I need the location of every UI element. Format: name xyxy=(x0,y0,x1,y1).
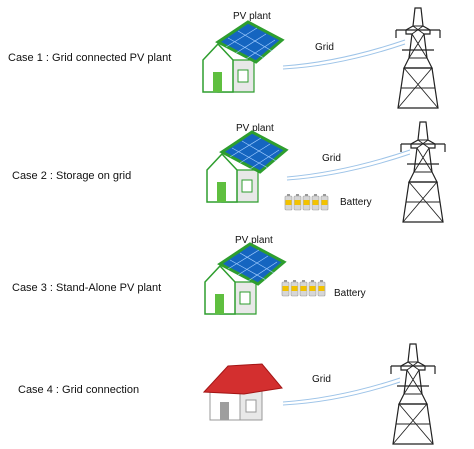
case-1-house-icon xyxy=(202,20,285,93)
case-4-tower-icon xyxy=(390,343,436,445)
case-1-pv-label: PV plant xyxy=(233,11,271,22)
case-4-label: Case 4 : Grid connection xyxy=(18,384,140,396)
case-1-label: Case 1 : Grid connected PV plant xyxy=(8,52,172,64)
case-2-battery-icon xyxy=(284,193,329,211)
case-3-battery-icon xyxy=(281,279,326,297)
case-3-label: Case 3 : Stand-Alone PV plant xyxy=(12,282,162,294)
case-3-pv-label: PV plant xyxy=(235,235,273,246)
case-3-battery-label: Battery xyxy=(334,288,366,299)
case-1-tower-icon xyxy=(395,7,441,109)
case-2-pv-label: PV plant xyxy=(236,123,274,134)
case-2-battery-label: Battery xyxy=(340,197,372,208)
case-2-tower-icon xyxy=(400,121,446,223)
case-1-grid-label: Grid xyxy=(315,42,334,53)
case-2-label: Case 2 : Storage on grid xyxy=(12,170,132,182)
case-2-grid-label: Grid xyxy=(322,153,341,164)
case-4-house-icon xyxy=(202,363,283,421)
case-3-house-icon xyxy=(204,242,287,315)
case-4-grid-label: Grid xyxy=(312,374,331,385)
case-2-house-icon xyxy=(206,130,289,203)
